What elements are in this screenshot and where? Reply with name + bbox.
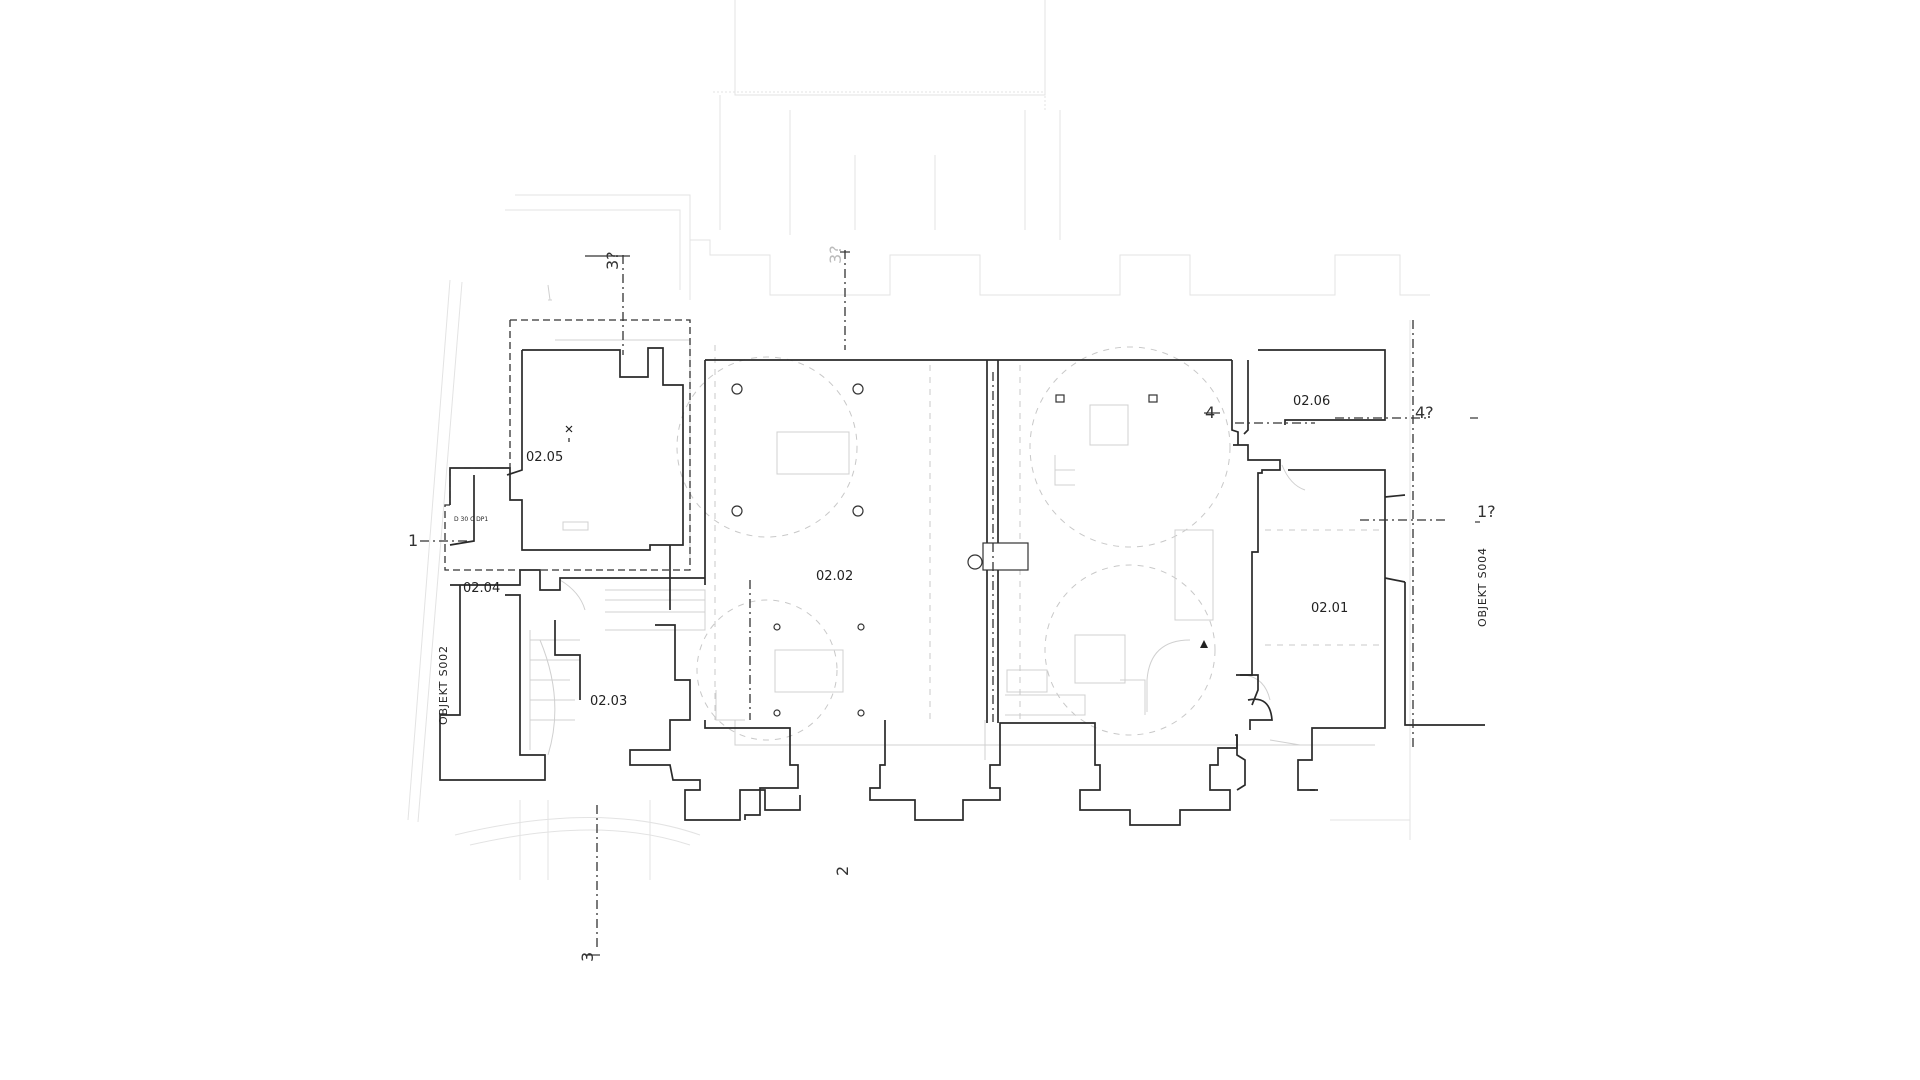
room-label-0205: 02.05	[526, 450, 563, 465]
object-label-right: OBJEKT S004	[1476, 547, 1489, 627]
labels: 02.05 02.02 02.04 02.03 02.01 02.06 OBJE…	[408, 245, 1496, 962]
section-ticks	[585, 251, 1480, 956]
section-label-3q-left: 3?	[603, 251, 622, 270]
context-lines	[407, 0, 1430, 880]
section-label-1q: 1?	[1477, 502, 1496, 521]
section-label-4q: 4?	[1415, 403, 1434, 422]
room-label-0202: 02.02	[816, 569, 853, 584]
room-label-0203: 02.03	[590, 694, 627, 709]
columns	[565, 383, 1208, 717]
room-label-0206: 02.06	[1293, 394, 1330, 409]
section-label-1: 1	[408, 531, 418, 550]
room-label-0201: 02.01	[1311, 601, 1348, 616]
room-label-0204: 02.04	[463, 581, 500, 596]
section-label-3: 3	[578, 952, 597, 962]
section-lines	[420, 250, 1445, 950]
small-note: D 30 C DP1	[454, 516, 488, 523]
interior-light	[529, 284, 1385, 760]
section-label-2: 2	[833, 866, 852, 876]
object-label-left: OBJEKT S002	[437, 645, 450, 725]
section-label-4: 4	[1205, 403, 1215, 422]
walls	[439, 347, 1485, 826]
section-label-3q-mid: 3?	[826, 245, 845, 264]
